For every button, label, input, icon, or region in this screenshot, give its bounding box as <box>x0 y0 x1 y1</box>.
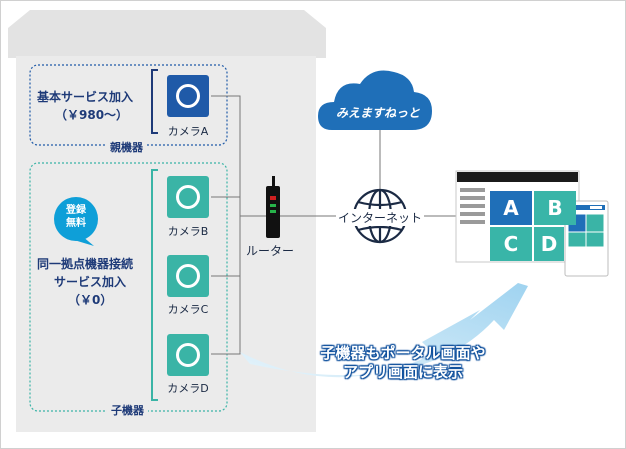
camera-b-icon[interactable] <box>167 176 209 218</box>
router-icon <box>266 176 280 238</box>
child-service-label: 同一拠点機器接続 <box>37 257 134 271</box>
internet-label: インターネット <box>336 209 424 226</box>
free-registration-badge <box>54 197 98 246</box>
camera-b-label: カメラB <box>167 225 209 238</box>
parent-service-price: （￥980〜） <box>55 108 129 122</box>
child-bracket <box>151 169 158 401</box>
camera-a-label: カメラA <box>167 125 209 138</box>
callout-line1: 子機器もポータル画面や <box>320 344 486 362</box>
monitor-tile-d: D <box>534 227 564 261</box>
display-arrow <box>240 283 528 378</box>
camera-d-icon[interactable] <box>167 334 209 376</box>
camera-c-label: カメラC <box>167 303 209 316</box>
badge-line1: 登録 <box>66 205 86 216</box>
camera-a-icon[interactable] <box>167 75 209 117</box>
monitor-tile-b: B <box>534 191 576 225</box>
badge-text: 登録 無料 <box>60 204 92 230</box>
cloud-label: みえますねっと <box>335 106 420 120</box>
callout-line2: アプリ画面に表示 <box>342 363 463 381</box>
parent-group-label: 親機器 <box>106 139 147 155</box>
monitor-tile-a: A <box>490 191 532 225</box>
monitor-tile-c: C <box>490 227 532 261</box>
child-group-label: 子機器 <box>107 402 148 418</box>
camera-d-label: カメラD <box>167 382 209 395</box>
house-shape <box>8 10 326 432</box>
badge-line2: 無料 <box>66 218 86 229</box>
camera-c-icon[interactable] <box>167 255 209 297</box>
router-label: ルーター <box>246 244 295 258</box>
parent-bracket <box>151 69 158 134</box>
callout-text: 子機器もポータル画面や アプリ画面に表示 <box>288 344 518 382</box>
cloud-icon <box>318 70 432 130</box>
child-service-price: （￥0） <box>68 293 113 307</box>
child-service-label-2: サービス加入 <box>54 275 127 289</box>
parent-service-label: 基本サービス加入 <box>37 90 134 104</box>
